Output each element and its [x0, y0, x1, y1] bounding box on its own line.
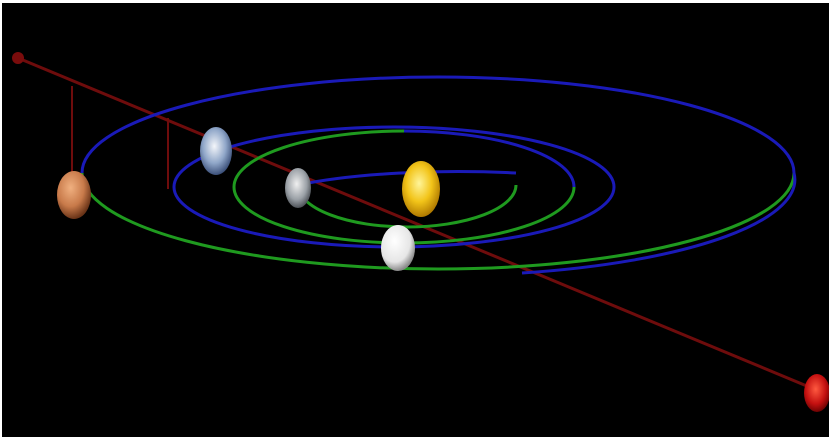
sun-icon	[402, 161, 440, 217]
orbit-inner-far-right	[403, 129, 576, 188]
orbit-middle-far	[172, 125, 616, 188]
node-line	[17, 56, 815, 391]
solar-system-diagram	[12, 52, 829, 412]
planet-small-icon	[285, 168, 311, 208]
earth-icon	[200, 127, 232, 175]
moon-icon	[381, 225, 415, 271]
orbit-inner-far-left	[232, 129, 405, 188]
orbit-outer-near	[80, 172, 796, 271]
node-marker-right	[804, 374, 829, 412]
node-marker-left	[12, 52, 24, 64]
orbit-innermost-near	[296, 184, 518, 229]
mars-icon	[57, 171, 91, 219]
space-viewport	[2, 3, 829, 437]
orbit-middle-near-right	[393, 186, 616, 249]
orbit-outer-near-right	[521, 172, 797, 275]
orbit-outer-far	[80, 75, 796, 174]
orbit-middle-near-left	[172, 186, 395, 249]
orbit-innermost-far	[297, 169, 517, 187]
